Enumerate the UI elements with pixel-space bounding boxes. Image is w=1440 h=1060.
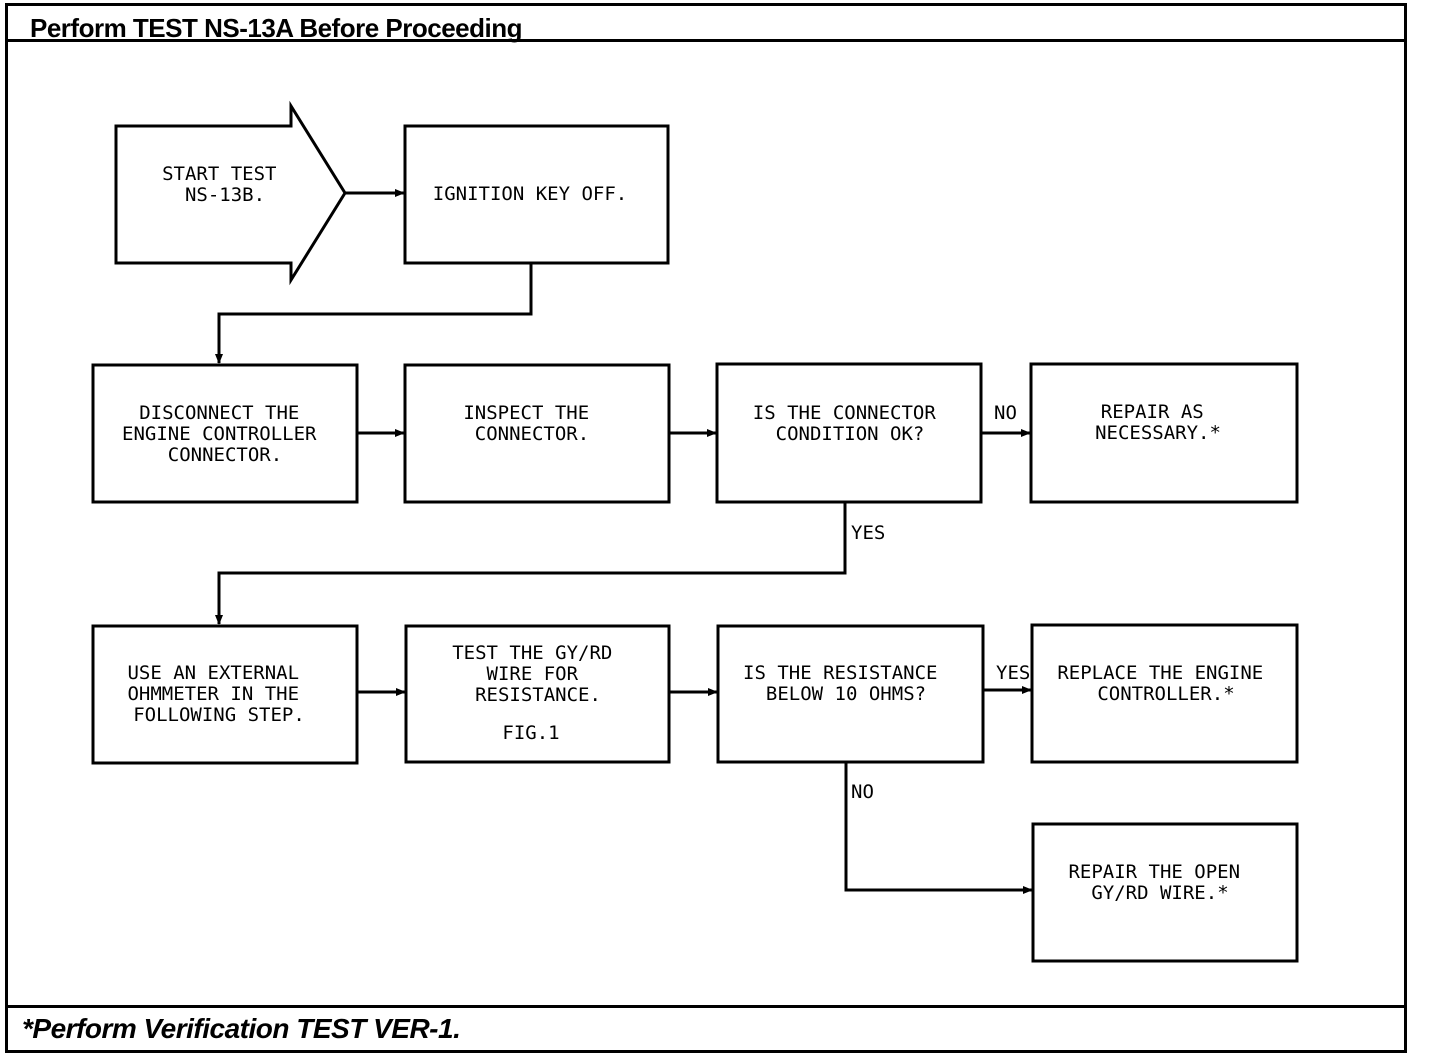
connector-ok-question-box — [715, 362, 983, 504]
edge-label-connector-yes: YES — [851, 522, 885, 544]
disconnect-text: DISCONNECT THE ENGINE CONTROLLER CONNECT… — [122, 402, 328, 466]
footer-note: *Perform Verification TEST VER-1. — [22, 1013, 461, 1044]
use-ohmmeter-text: USE AN EXTERNAL OHMMETER IN THE FOLLOWIN… — [127, 662, 310, 726]
repair-open-wire-box — [1031, 822, 1299, 963]
resistance-question-text: IS THE RESISTANCE BELOW 10 OHMS? — [743, 662, 949, 705]
ignition-off-box — [403, 124, 670, 265]
connector-ignition-to-disconnect — [215, 263, 533, 364]
footer-divider — [8, 1005, 1404, 1008]
ignition-off-text: IGNITION KEY OFF. — [433, 183, 627, 205]
figure-reference: FIG.1 — [502, 722, 559, 744]
test-wire-box — [404, 624, 671, 764]
replace-controller-box — [1030, 623, 1299, 764]
edge-label-connector-no: NO — [994, 402, 1017, 424]
connector-question-yes-to-ohmmeter — [215, 502, 847, 625]
repair-open-wire-text: REPAIR THE OPEN GY/RD WIRE.* — [1068, 861, 1251, 904]
diagram-frame — [5, 3, 1407, 1053]
test-wire-text: TEST THE GY/RD WIRE FOR RESISTANCE. — [452, 642, 624, 706]
repair-as-necessary-box — [1029, 362, 1299, 504]
inspect-box — [403, 363, 671, 504]
connector-resistance-no-to-repair-wire — [844, 762, 1033, 894]
inspect-text: INSPECT THE CONNECTOR. — [463, 402, 600, 445]
page-title: Perform TEST NS-13A Before Proceeding — [30, 13, 523, 43]
use-ohmmeter-box — [91, 624, 359, 765]
resistance-question-box — [716, 624, 985, 764]
connector-ok-question-text: IS THE CONNECTOR CONDITION OK? — [753, 402, 947, 445]
start-text: START TEST NS-13B. — [162, 163, 288, 206]
start-arrow-shape — [114, 100, 347, 286]
repair-as-necessary-text: REPAIR AS NECESSARY.* — [1095, 401, 1221, 444]
header-bar: Perform TEST NS-13A Before Proceeding — [8, 6, 1404, 43]
edge-label-resistance-no: NO — [851, 781, 874, 803]
edge-label-resistance-yes: YES — [996, 662, 1030, 684]
replace-controller-text: REPLACE THE ENGINE CONTROLLER.* — [1057, 662, 1274, 705]
